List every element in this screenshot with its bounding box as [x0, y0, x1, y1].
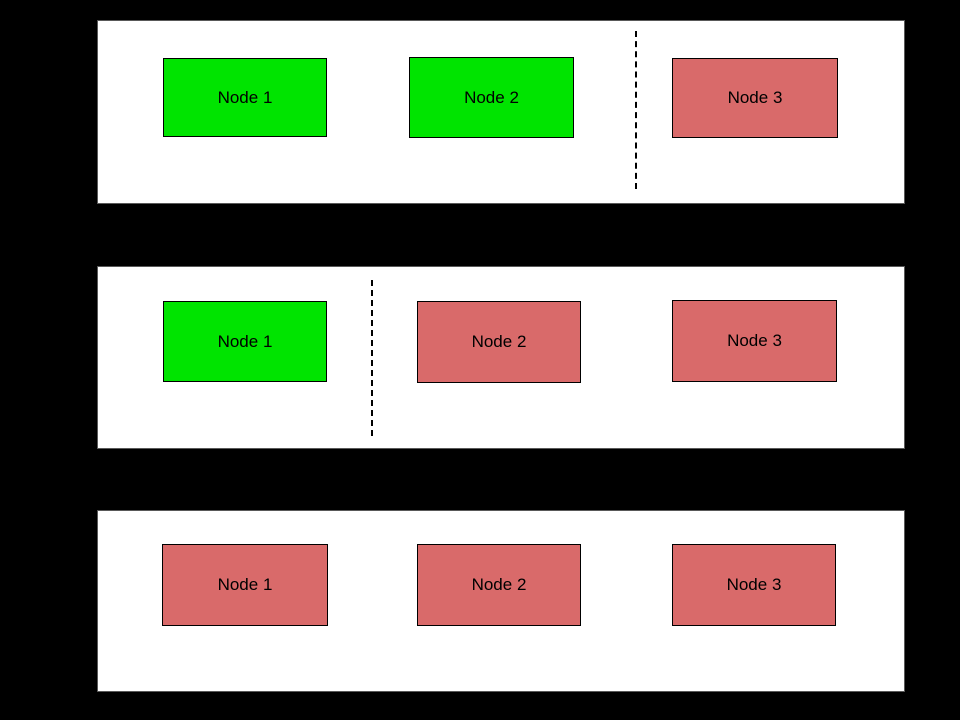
node-2-box: Node 2 — [409, 57, 574, 138]
node-2-label: Node 2 — [471, 575, 527, 594]
caption-line-1: Two out of 3 nodes are up — [402, 204, 600, 223]
node-2-label: Node 2 — [464, 87, 519, 107]
node-1-box: Node 1 — [162, 544, 328, 626]
node-1-box: Node 1 — [163, 58, 327, 137]
caption-line-1: Two out of 3 nodes are down — [391, 448, 611, 467]
node-3-label: Node 3 — [727, 331, 782, 350]
panel-majority-up: Node 1 Node 2 Node 3 Two out of 3 nodes … — [97, 20, 905, 292]
node-2-box: Node 2 — [417, 544, 581, 626]
node-3-box: Node 3 — [672, 58, 838, 138]
panel-all-down: Node 1 Node 2 Node 3 All Nodes are down … — [97, 510, 905, 710]
node-1-label: Node 1 — [217, 575, 273, 594]
node-2-label: Node 2 — [471, 332, 527, 351]
panel-majority-down: Node 1 Node 2 Node 3 Two out of 3 nodes … — [97, 266, 905, 536]
node-3-label: Node 3 — [726, 575, 782, 594]
caption-line-1: All Nodes are down — [427, 691, 575, 710]
node-1-label: Node 1 — [217, 331, 273, 351]
panel-caption: All Nodes are down Majority Fails & Clus… — [98, 643, 904, 720]
node-3-label: Node 3 — [727, 88, 783, 107]
node-2-box: Node 2 — [417, 301, 581, 383]
partition-divider-line — [635, 31, 637, 189]
node-3-box: Node 3 — [672, 300, 837, 382]
node-1-label: Node 1 — [217, 87, 273, 107]
partition-divider-line — [371, 280, 373, 436]
node-3-box: Node 3 — [672, 544, 836, 626]
node-1-box: Node 1 — [163, 301, 327, 382]
